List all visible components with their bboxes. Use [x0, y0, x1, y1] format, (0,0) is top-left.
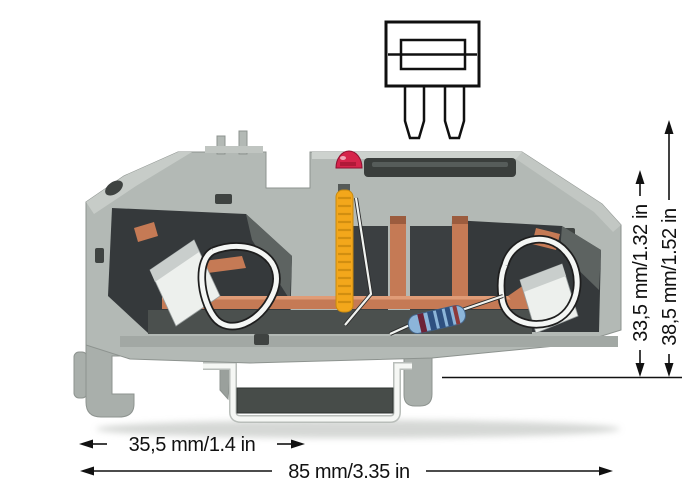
dimension-label-width-block: 35,5 mm/1.4 in: [129, 434, 256, 456]
dimension-height-inner: 33,5 mm/1.32 in: [630, 170, 652, 377]
fuse-leg: [403, 84, 426, 140]
ground-shadow: [96, 420, 620, 438]
fuse-leg: [443, 84, 466, 140]
resistor: [407, 305, 466, 334]
housing-pin: [238, 130, 248, 155]
housing-pin-step: [205, 146, 263, 153]
housing-right-slope: [516, 152, 621, 232]
fuse-socket-slot: [364, 158, 516, 177]
din-rail-edge: [236, 387, 394, 414]
dimension-height-outer: 38,5 mm/1.52 in: [442, 120, 682, 379]
right-mounting-foot: [403, 345, 433, 407]
right-cavity-highlight: [560, 226, 601, 290]
yellow-spring: [335, 184, 354, 313]
dimension-label-width-total: 85 mm/3.35 in: [288, 461, 410, 483]
din-rail: [203, 362, 412, 423]
dimension-width-total: 85 mm/3.35 in: [80, 461, 613, 483]
housing-pin: [216, 135, 226, 155]
dimension-label-height-outer: 38,5 mm/1.52 in: [659, 208, 681, 345]
housing-left-chamfer: [86, 152, 192, 214]
dimension-width-block: 35,5 mm/1.4 in: [79, 434, 305, 456]
under-busbar-shadow: [148, 310, 532, 334]
blade-fuse: [384, 20, 481, 140]
status-led: [335, 150, 363, 169]
dimension-label-height-inner: 33,5 mm/1.32 in: [630, 204, 652, 341]
housing-base-band: [120, 336, 618, 347]
left-spring-clamp: [149, 239, 281, 331]
housing-top-face: [312, 152, 532, 159]
right-spring-clamp: [496, 235, 582, 334]
